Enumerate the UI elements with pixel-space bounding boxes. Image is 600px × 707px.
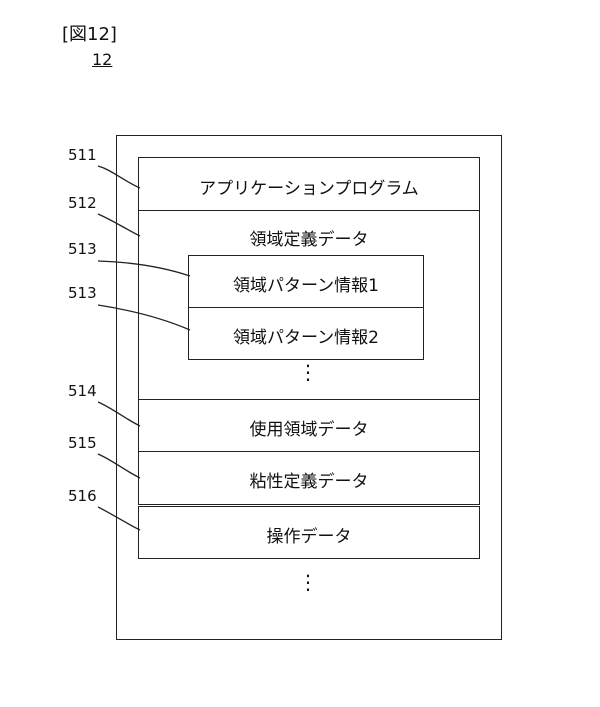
- used-area-block: 使用領域データ: [138, 399, 480, 452]
- leader-512: [97, 213, 141, 237]
- area-pattern-info-2-label: 領域パターン情報2: [233, 328, 379, 348]
- ref-514: 514: [68, 382, 97, 400]
- ref-513-a: 513: [68, 240, 97, 258]
- area-pattern-info-1-label: 領域パターン情報1: [233, 276, 379, 296]
- ref-515: 515: [68, 434, 97, 452]
- ref-516: 516: [68, 487, 97, 505]
- leader-511: [97, 165, 141, 189]
- ref-511: 511: [68, 146, 97, 164]
- leader-516: [97, 506, 141, 531]
- leader-513-a: [97, 260, 191, 277]
- application-program-block: アプリケーションプログラム: [138, 157, 480, 211]
- area-pattern-info-2-block: 領域パターン情報2: [188, 307, 424, 360]
- viscosity-definition-label: 粘性定義データ: [249, 472, 369, 492]
- leader-515: [97, 453, 141, 479]
- viscosity-definition-block: 粘性定義データ: [138, 451, 480, 505]
- ref-512: 512: [68, 194, 97, 212]
- figure-number: 12: [92, 50, 113, 69]
- leader-514: [97, 401, 141, 427]
- memory-frame: [116, 135, 502, 640]
- ref-513-b: 513: [68, 284, 97, 302]
- leader-513-b: [97, 304, 191, 331]
- used-area-label: 使用領域データ: [249, 420, 369, 440]
- operation-label: 操作データ: [266, 527, 352, 547]
- figure-label: [図12]: [62, 24, 117, 45]
- area-pattern-info-1-block: 領域パターン情報1: [188, 255, 424, 308]
- operation-block: 操作データ: [138, 506, 480, 559]
- area-definition-label: 領域定義データ: [249, 230, 369, 250]
- application-program-label: アプリケーションプログラム: [199, 179, 419, 199]
